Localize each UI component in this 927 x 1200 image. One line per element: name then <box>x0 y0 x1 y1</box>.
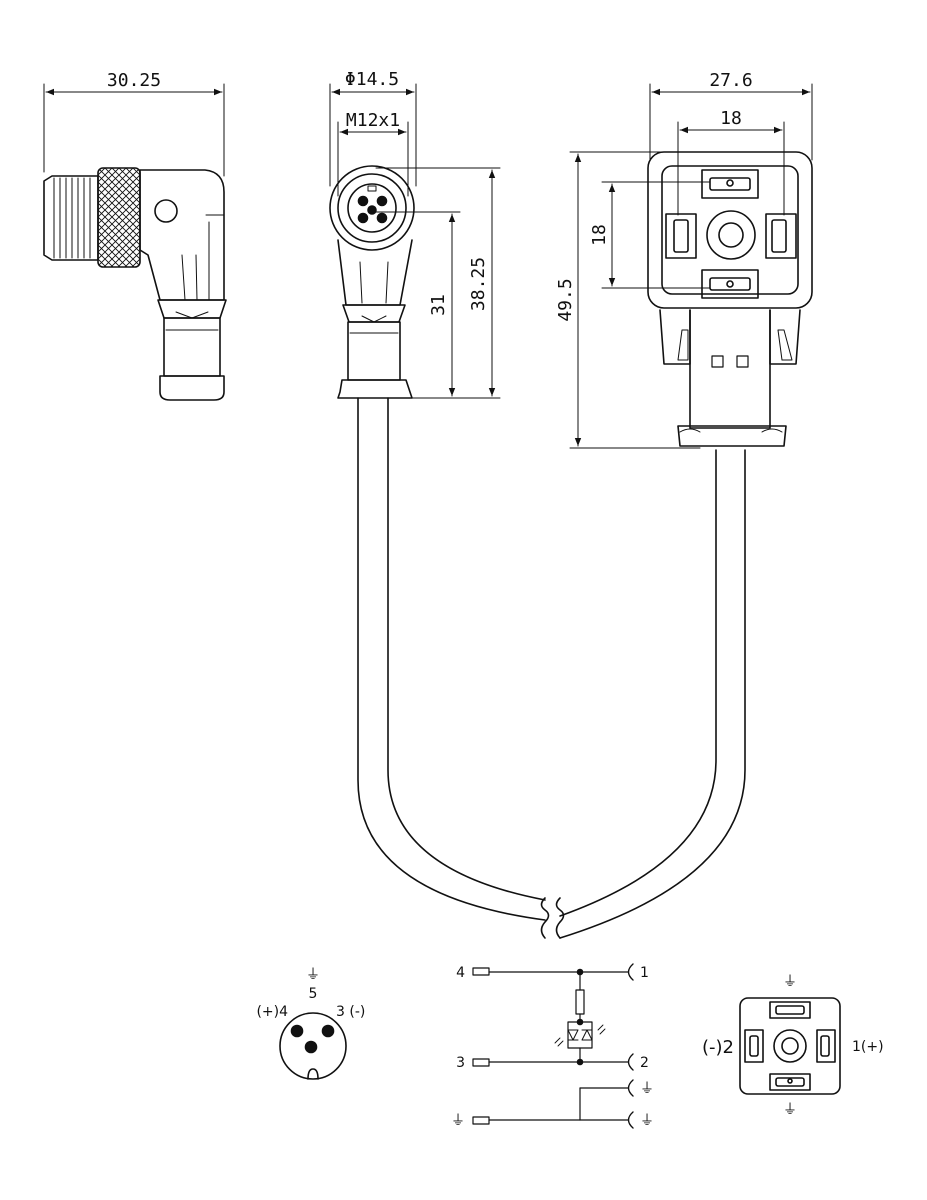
front-view-connector <box>329 83 746 939</box>
front-height-inner-dimension: 31 <box>428 294 449 316</box>
m12-pin-4-label: (+)4 <box>256 1004 288 1020</box>
wiring-right-2-label: 2 <box>640 1055 649 1071</box>
front-thread-dimension: M12x1 <box>346 110 400 131</box>
valve-pinout-diagram <box>739 997 841 1095</box>
wiring-schematic <box>472 963 634 1129</box>
valve-pin-spacing-v-dimension: 18 <box>589 224 610 246</box>
side-width-dimension: 30.25 <box>107 70 161 91</box>
valve-width-dimension: 27.6 <box>709 70 752 91</box>
wiring-right-ground-b-icon: ⏚ <box>640 1113 654 1129</box>
valve-height-dimension: 49.5 <box>555 278 576 321</box>
valve-ground-top-icon: ⏚ <box>783 974 797 990</box>
valve-pin-1-label: 1(+) <box>852 1039 884 1055</box>
valve-pin-spacing-h-dimension: 18 <box>720 108 742 129</box>
m12-pinout-diagram <box>279 1012 347 1080</box>
front-height-outer-dimension: 38.25 <box>468 257 489 311</box>
wiring-left-4-label: 4 <box>456 965 465 981</box>
wiring-right-ground-a-icon: ⏚ <box>640 1081 654 1097</box>
wiring-left-ground-icon: ⏚ <box>451 1113 465 1129</box>
wiring-right-1-label: 1 <box>640 965 649 981</box>
m12-ground-icon: ⏚ <box>306 967 320 983</box>
m12-pin-3-label: 3 (-) <box>336 1004 365 1020</box>
wiring-left-3-label: 3 <box>456 1055 465 1071</box>
valve-pin-2-label: (-)2 <box>702 1037 734 1058</box>
side-view-connector <box>43 83 227 401</box>
valve-connector-view <box>569 83 813 449</box>
front-diameter-dimension: Φ14.5 <box>345 69 399 90</box>
valve-ground-bottom-icon: ⏚ <box>783 1102 797 1118</box>
m12-pin-5-label: 5 <box>309 986 318 1002</box>
